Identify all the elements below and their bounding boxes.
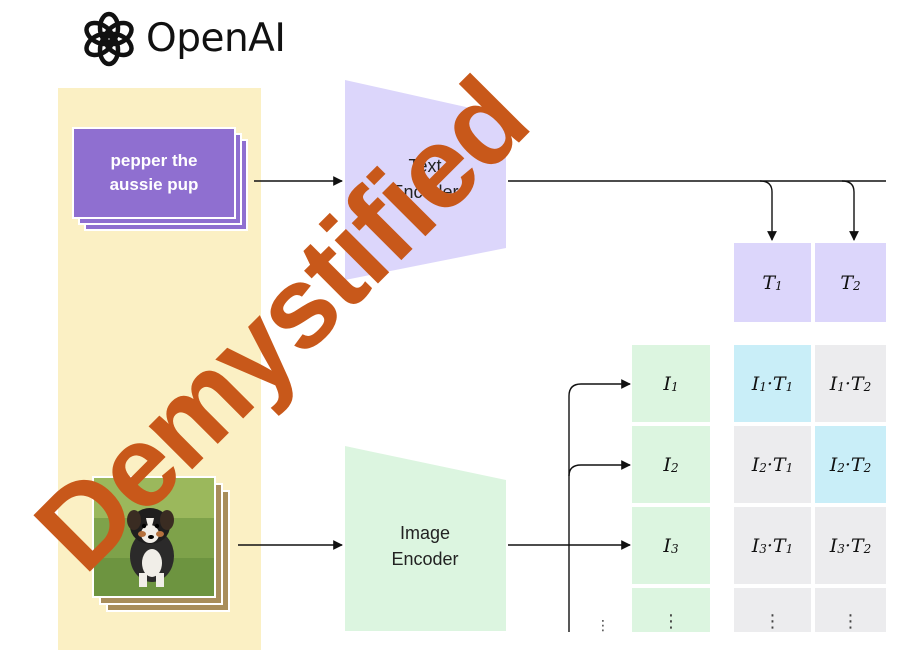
t2-arrow — [841, 180, 859, 241]
caption-text: pepper the aussie pup — [109, 151, 199, 194]
matrix-cell-more-t1: ⋮ — [734, 588, 811, 632]
image-encoder-label: Image Encoder — [391, 523, 459, 569]
puppy-photo — [92, 476, 216, 598]
i2-arrow — [568, 460, 631, 477]
puppy-image — [94, 478, 214, 596]
image-stack — [92, 476, 237, 616]
brand-name: OpenAI — [146, 16, 286, 61]
text-encoder-shape — [345, 80, 506, 280]
caption-card-stack: pepper the aussie pup — [72, 127, 262, 237]
openai-logo-icon — [84, 11, 134, 67]
image-feed-line — [568, 379, 631, 632]
image-embedding-more: ⋮ — [632, 588, 710, 632]
image-encoder-shape — [345, 446, 506, 631]
matrix-cell-more-t2: ⋮ — [815, 588, 886, 632]
caption-card: pepper the aussie pup — [72, 127, 236, 219]
t1-arrow — [759, 180, 777, 241]
text-encoder-label: Text Encoder — [391, 156, 459, 202]
feed-line-ellipsis: ⋮ — [596, 617, 610, 633]
openai-logo: OpenAI — [80, 10, 300, 68]
